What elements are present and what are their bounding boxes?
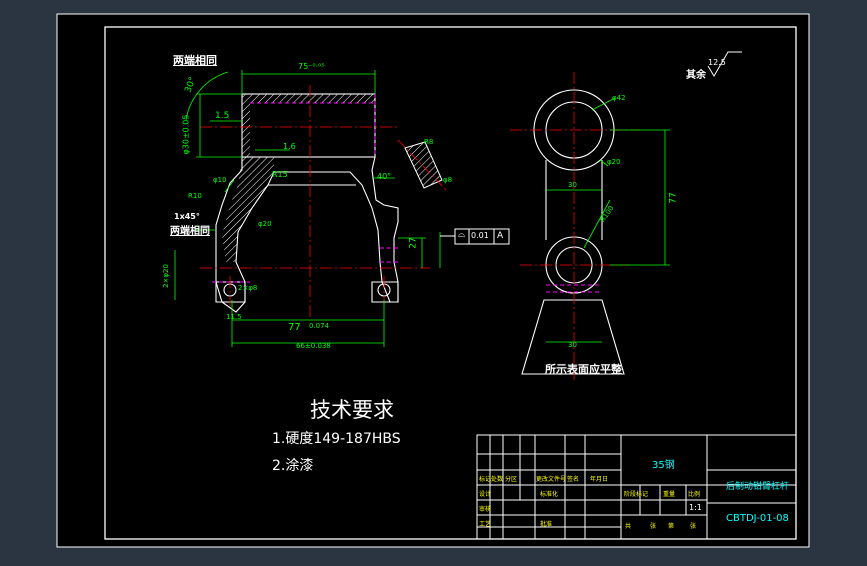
dim-r10: R10 [188, 192, 202, 200]
flatness-frame [440, 228, 510, 245]
dim-77: 77 [288, 322, 301, 333]
rest-label: 其余 [686, 70, 706, 81]
label-sheet-no: 第 [668, 523, 675, 530]
dim-27: 27 [408, 237, 419, 249]
label-weight: 重量 [663, 491, 676, 498]
title-material: 35钢 [652, 460, 675, 471]
label-approve: 批准 [540, 521, 553, 528]
label-sheet-unit-b: 张 [690, 523, 697, 530]
row-header-date: 年月日 [590, 476, 609, 483]
dim-d20: φ20 [258, 220, 272, 228]
row-header-mark: 标记 [479, 476, 492, 483]
dim-d20-right: φ20 [607, 158, 621, 166]
slot-section-view [397, 139, 449, 193]
dim-1-5: 1.5 [215, 111, 230, 121]
label-stage: 阶段标记 [624, 491, 649, 498]
dimension-lines [174, 70, 441, 347]
dim-2x-d20-left: 2×φ20 [161, 264, 170, 288]
label-both-ends-top: 两端相同 [173, 54, 217, 67]
label-both-ends-left: 两端相同 [170, 226, 210, 237]
drawing-sheet [56, 13, 810, 548]
top-view-dimensions [546, 97, 670, 343]
front-section-view [215, 93, 399, 313]
label-process: 工艺 [479, 521, 492, 528]
label-design: 设计 [479, 491, 492, 498]
label-chamfer: 1x45° [174, 212, 200, 221]
dim-d8: φ8 [443, 176, 453, 184]
label-review: 审核 [479, 506, 492, 513]
top-hatch-band [242, 94, 375, 103]
row-header-count: 处数 [491, 476, 504, 483]
roughness-value: 12.5 [708, 58, 726, 67]
left-web-hatch [222, 157, 274, 262]
dim-r8: R8 [424, 138, 434, 146]
roughness-symbol [707, 51, 742, 77]
dim-1-6: 1.6 [283, 142, 296, 151]
label-sheet-total: 共 [625, 523, 632, 530]
hidden-lines [212, 94, 398, 283]
requirements-title: 技术要求 [310, 398, 394, 422]
dim-77-right: 77 [668, 192, 679, 204]
flatness-value: 0.01 [471, 231, 489, 240]
requirement-item-2: 2.涂漆 [272, 458, 314, 474]
label-standard: 标准化 [540, 491, 559, 498]
flatness-symbol: ⌓ [458, 230, 466, 240]
row-header-zone: 分区 [505, 476, 518, 483]
title-part-name: 后制动钳臂杠杆 [726, 482, 790, 492]
label-sheet-unit-a: 张 [650, 523, 657, 530]
datum-a: A [497, 231, 504, 241]
bottom-right-ear [371, 281, 399, 303]
dim-30-bottom: 30 [568, 341, 577, 349]
dim-d42: φ42 [612, 94, 626, 102]
title-drawing-no: CBTDJ-01-08 [726, 513, 789, 524]
row-header-sign: 签名 [567, 476, 580, 483]
row-header-change: 更改文件号 [536, 476, 567, 483]
dim-angle-40: 40° [377, 172, 392, 181]
drawing-border [104, 26, 797, 540]
title-block [476, 434, 797, 540]
requirement-item-1: 1.硬度149-187HBS [272, 431, 401, 447]
dim-11-5: 11.5 [226, 313, 242, 321]
dim-30-top: 30 [568, 181, 577, 189]
dim-top-width: 75⁻⁰·⁰⁵ [298, 62, 325, 71]
dim-77-tol: 0.074 [309, 322, 330, 330]
label-flat-surface: 所示表面应平整 [545, 363, 622, 376]
dim-66: 66±0.038 [296, 342, 331, 350]
dim-r15: R15 [272, 170, 288, 179]
body-outline [215, 156, 399, 313]
base-trapezoid [521, 299, 625, 375]
arm-outline [545, 160, 603, 240]
left-hatch-band [242, 103, 250, 157]
title-scale: 1:1 [689, 503, 702, 512]
dim-dia-30: φ30±0.05 [181, 114, 191, 155]
label-ratio: 比例 [688, 491, 701, 498]
dim-2x-d8: 2×φ8 [238, 284, 258, 292]
dim-d10: φ10 [213, 176, 227, 184]
